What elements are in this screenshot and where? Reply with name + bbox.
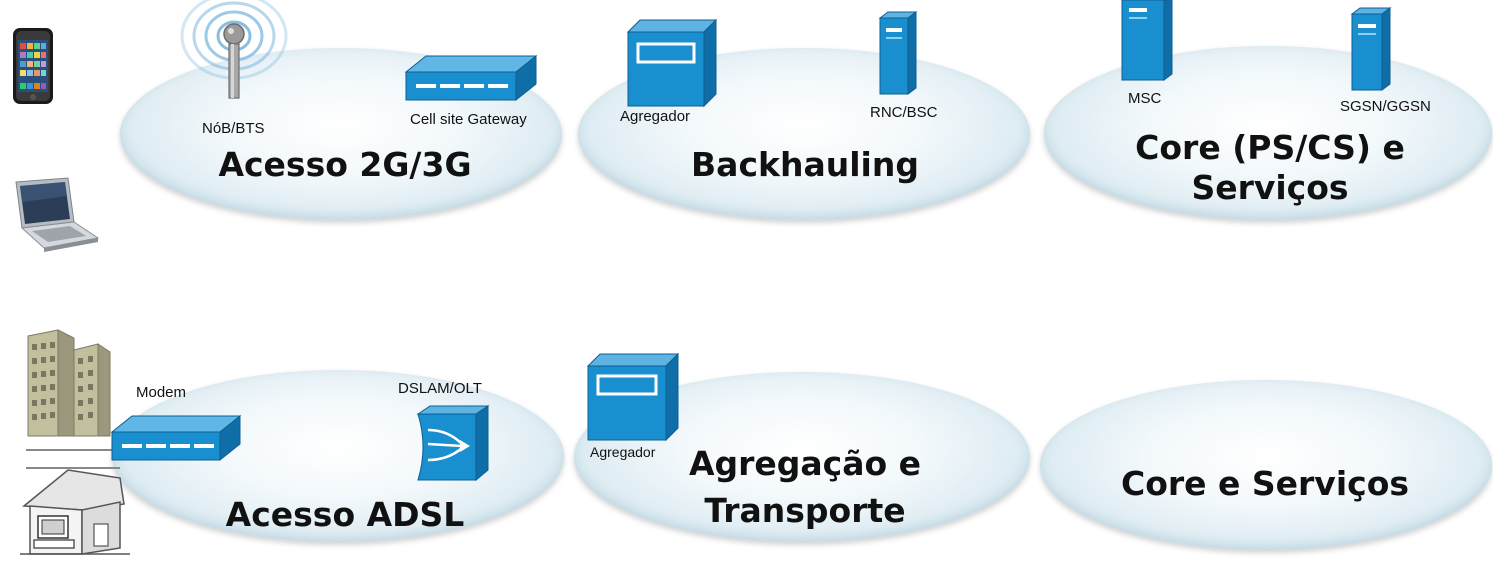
rnc-bsc-label: RNC/BSC [870, 104, 938, 121]
agregador-label-1: Agregador [620, 108, 691, 125]
agregador-icon-2 [586, 352, 682, 442]
sgsn-ggsn-label: SGSN/GGSN [1340, 98, 1431, 115]
dslam-olt-icon [414, 404, 490, 482]
core-ps-cs-title-line2: Serviços [1191, 168, 1349, 207]
modem-label: Modem [136, 384, 187, 401]
building-icon [22, 328, 114, 438]
acesso-2g3g-title: Acesso 2G/3G [218, 145, 472, 184]
core-servicos-title: Core e Serviços [1120, 464, 1410, 503]
acesso-adsl-title: Acesso ADSL [225, 495, 465, 534]
house-icon [20, 466, 130, 558]
sgsn-ggsn-server-icon [1350, 6, 1392, 92]
agregacao-transporte-title-line1: Agregação e [688, 444, 922, 483]
dslam-olt-label: DSLAM/OLT [398, 380, 482, 397]
agregador-label-2: Agregador [590, 444, 656, 460]
laptop-icon [4, 176, 100, 256]
msc-label: MSC [1128, 90, 1162, 107]
cell-site-gateway-label: Cell site Gateway [410, 111, 527, 128]
modem-icon [110, 414, 242, 466]
agregacao-transporte-title-line2: Transporte [704, 491, 906, 530]
core-ps-cs-title-line1: Core (PS/CS) e [1135, 128, 1405, 167]
core-servicos-cloud [1040, 380, 1492, 550]
nodeb-label: NóB/BTS [202, 120, 265, 137]
cell-site-gateway-icon [404, 54, 538, 106]
core-ps-cs-cloud [1044, 46, 1492, 220]
rnc-bsc-server-icon [878, 10, 918, 96]
backhauling-title: Backhauling [691, 145, 919, 184]
smartphone-icon [10, 26, 58, 106]
agregador-icon-1 [626, 18, 720, 108]
msc-server-icon [1120, 0, 1174, 82]
connection-lines [24, 446, 124, 472]
antenna-tower-icon [172, 0, 292, 110]
